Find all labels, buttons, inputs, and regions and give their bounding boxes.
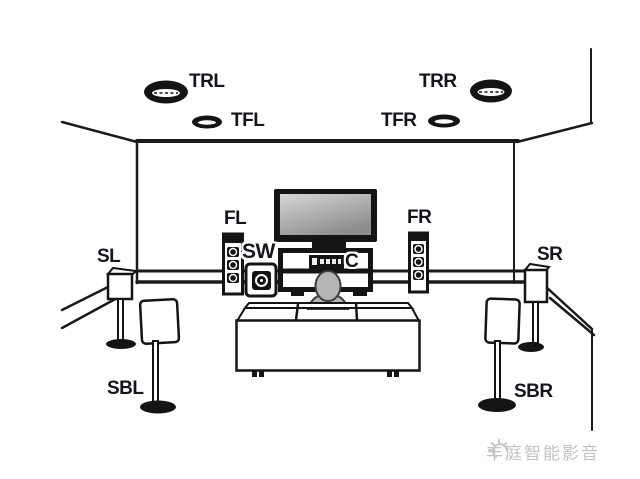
rack-foot-right bbox=[353, 291, 367, 296]
label-sl: SL bbox=[97, 246, 121, 267]
sofa-foot-left bbox=[252, 371, 257, 377]
av-receiver bbox=[309, 255, 344, 269]
label-sbl: SBL bbox=[107, 378, 144, 399]
front-left-speaker bbox=[222, 232, 244, 296]
listener-head bbox=[314, 270, 342, 302]
label-sr: SR bbox=[537, 244, 563, 265]
surround-back-right-speaker bbox=[478, 297, 521, 412]
right-wall-rail-lower bbox=[548, 296, 596, 337]
sofa bbox=[235, 302, 421, 377]
watermark-text: 丰庭智能影音 bbox=[486, 443, 600, 463]
ceiling-speaker-trl bbox=[144, 80, 188, 104]
sun-logo-icon bbox=[488, 439, 508, 458]
ceiling-right-edge bbox=[515, 121, 594, 144]
ceiling-speaker-tfr bbox=[428, 114, 460, 128]
surround-left-speaker bbox=[106, 266, 139, 349]
subwoofer bbox=[244, 262, 278, 298]
rack-foot-left bbox=[291, 291, 304, 296]
surround-right-speaker bbox=[518, 262, 551, 352]
label-trl: TRL bbox=[189, 71, 225, 92]
label-fl: FL bbox=[224, 208, 247, 229]
ceiling-left-edge bbox=[60, 120, 139, 144]
tv-screen bbox=[280, 194, 371, 235]
watermark: 丰庭智能影音 bbox=[486, 437, 600, 465]
left-wall-rail-lower bbox=[60, 295, 121, 330]
ceiling-speaker-tfl bbox=[192, 115, 222, 129]
right-wall-rail-upper bbox=[543, 284, 594, 331]
label-c: C bbox=[345, 251, 359, 272]
label-tfr: TFR bbox=[381, 110, 417, 131]
label-sw: SW bbox=[242, 240, 275, 263]
label-tfl: TFL bbox=[231, 110, 265, 131]
front-right-speaker bbox=[408, 231, 429, 294]
label-trr: TRR bbox=[419, 71, 457, 92]
surround-back-left-speaker bbox=[138, 297, 181, 414]
label-sbr: SBR bbox=[514, 381, 553, 402]
sofa-foot-right bbox=[387, 371, 392, 377]
label-fr: FR bbox=[407, 207, 432, 228]
tv bbox=[274, 189, 377, 249]
ceiling-speaker-trr bbox=[470, 79, 512, 103]
tv-stand bbox=[312, 242, 346, 249]
